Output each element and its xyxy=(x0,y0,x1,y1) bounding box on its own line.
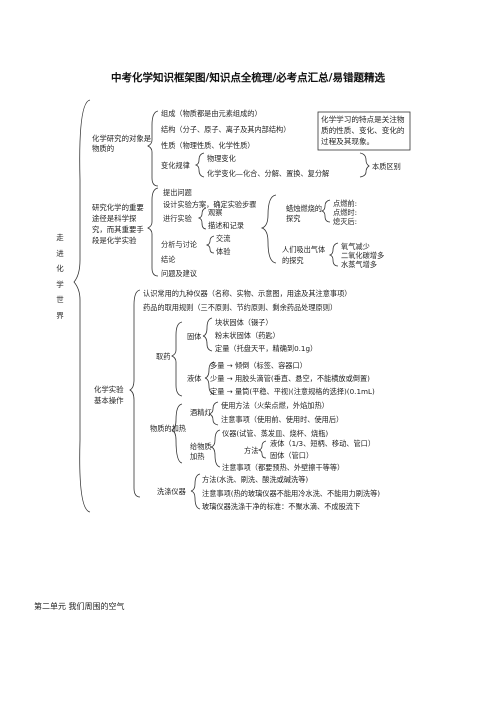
oxygen-decrease: 氧气减少 xyxy=(341,242,370,251)
candle-inquiry: 蜡烛燃烧的探究 xyxy=(286,204,322,223)
physical-change: 物理变化 xyxy=(207,154,236,163)
taking-rules: 药品的取用规则（三不原则、节约原则、剩余药品处理原则） xyxy=(143,303,338,312)
footer-unit-title: 第二单元 我们周围的空气 xyxy=(34,602,125,611)
root-node: 走进化学世界 xyxy=(56,233,64,320)
essence-difference: 本质区别 xyxy=(372,162,401,171)
exchange: 交流 xyxy=(216,234,231,243)
structure: 结构（分子、原子、离子及其内部结构） xyxy=(161,125,291,134)
change-law: 变化规律 xyxy=(161,161,190,170)
wash-method: 方法(水洗、刷洗、酸洗或碱洗等) xyxy=(202,475,309,484)
liquid: 液体 xyxy=(187,374,202,383)
section-3-label: 化学实验基本操作 xyxy=(94,385,124,405)
observe: 观察 xyxy=(208,208,223,217)
describe-record: 描述和记录 xyxy=(208,221,244,230)
after-extinguish: 熄灭后: xyxy=(333,217,357,226)
washing: 洗涤仪器 xyxy=(157,487,186,496)
problems-suggestions: 问题及建议 xyxy=(161,269,197,278)
powder-solid: 粉末状固体（药匙） xyxy=(215,331,280,340)
heating: 物质的加热 xyxy=(150,424,186,433)
conduct-experiment: 进行实验 xyxy=(163,214,192,223)
wash-standard: 玻璃仪器洗涤干净的标准：不聚水滴、不成股流下 xyxy=(202,502,361,511)
liquid-quant: 定量 → 量筒(平稳、平视)(注意规格的选择)(0.1mL) xyxy=(210,387,375,396)
liquid-large: 多量 → 倾倒（标签、容器口） xyxy=(210,361,307,370)
chemical-change: 化学变化—化合、分解、置换、复分解 xyxy=(207,169,330,178)
analyze-discuss: 分析与讨论 xyxy=(161,240,197,249)
learning-note: 化学学习的特点是关注物质的性质、变化、变化的过程及其现象。 xyxy=(321,115,405,146)
alcohol-lamp: 酒精灯 xyxy=(190,408,212,417)
heat-liquid: 液体（1/3、短柄、移动、管口） xyxy=(270,439,376,448)
design-plan: 设计实验方案，确定实验步骤 xyxy=(163,200,257,209)
section-1-label: 化学研究的对象是物质的 xyxy=(92,134,152,153)
breath-inquiry: 人们吸出气体的探究 xyxy=(282,245,326,265)
heat-substance: 给物质加热 xyxy=(190,442,212,461)
heat-note: 注意事项（都要预热、外壁擦干等等） xyxy=(222,463,345,472)
liquid-small: 少量 → 用胶头滴管(垂直、悬空，不能横放或倒置) xyxy=(210,374,370,383)
quant-solid: 定量（托盘天平，精确到0.1g） xyxy=(215,344,318,353)
properties: 性质（物理性质、化学性质） xyxy=(161,141,255,150)
composition: 组成（物质都是由元素组成的） xyxy=(161,109,262,118)
lamp-note: 注意事项（使用前、使用时、使用后） xyxy=(221,415,344,424)
experience: 体验 xyxy=(216,247,231,256)
during-ignition: 点燃时: xyxy=(333,208,357,217)
lamp-use: 使用方法（火柴点燃，外焰加热） xyxy=(221,401,329,410)
ask-question: 提出问题 xyxy=(163,188,192,197)
section-2-label: 研究化学的重要途径是科学探究，而其重要手段是化学实验 xyxy=(92,203,144,245)
conclusion: 结论 xyxy=(161,255,176,264)
heat-solid: 固体（管口） xyxy=(270,451,314,460)
before-ignition: 点燃前: xyxy=(333,199,357,208)
block-solid: 块状固体（镊子） xyxy=(215,318,273,327)
co2-increase: 二氧化碳增多 xyxy=(341,251,385,260)
vapor-increase: 水蒸气增多 xyxy=(341,260,377,269)
heat-instruments: 仪器(试管、蒸发皿、烧杯、烧瓶) xyxy=(222,429,329,438)
wash-note: 注意事项(热的玻璃仪器不能用冷水洗、不能用力刷洗等) xyxy=(202,489,381,498)
solid: 固体 xyxy=(187,332,202,341)
taking-drugs: 取药 xyxy=(156,352,171,361)
page-title: 中考化学知识框架图/知识点全梳理/必考点汇总/易错题精选 xyxy=(110,72,385,84)
instruments: 认识常用的九种仪器（名称、实物、示意图，用途及其注意事项） xyxy=(143,289,352,298)
heat-method: 方法 xyxy=(244,446,259,455)
